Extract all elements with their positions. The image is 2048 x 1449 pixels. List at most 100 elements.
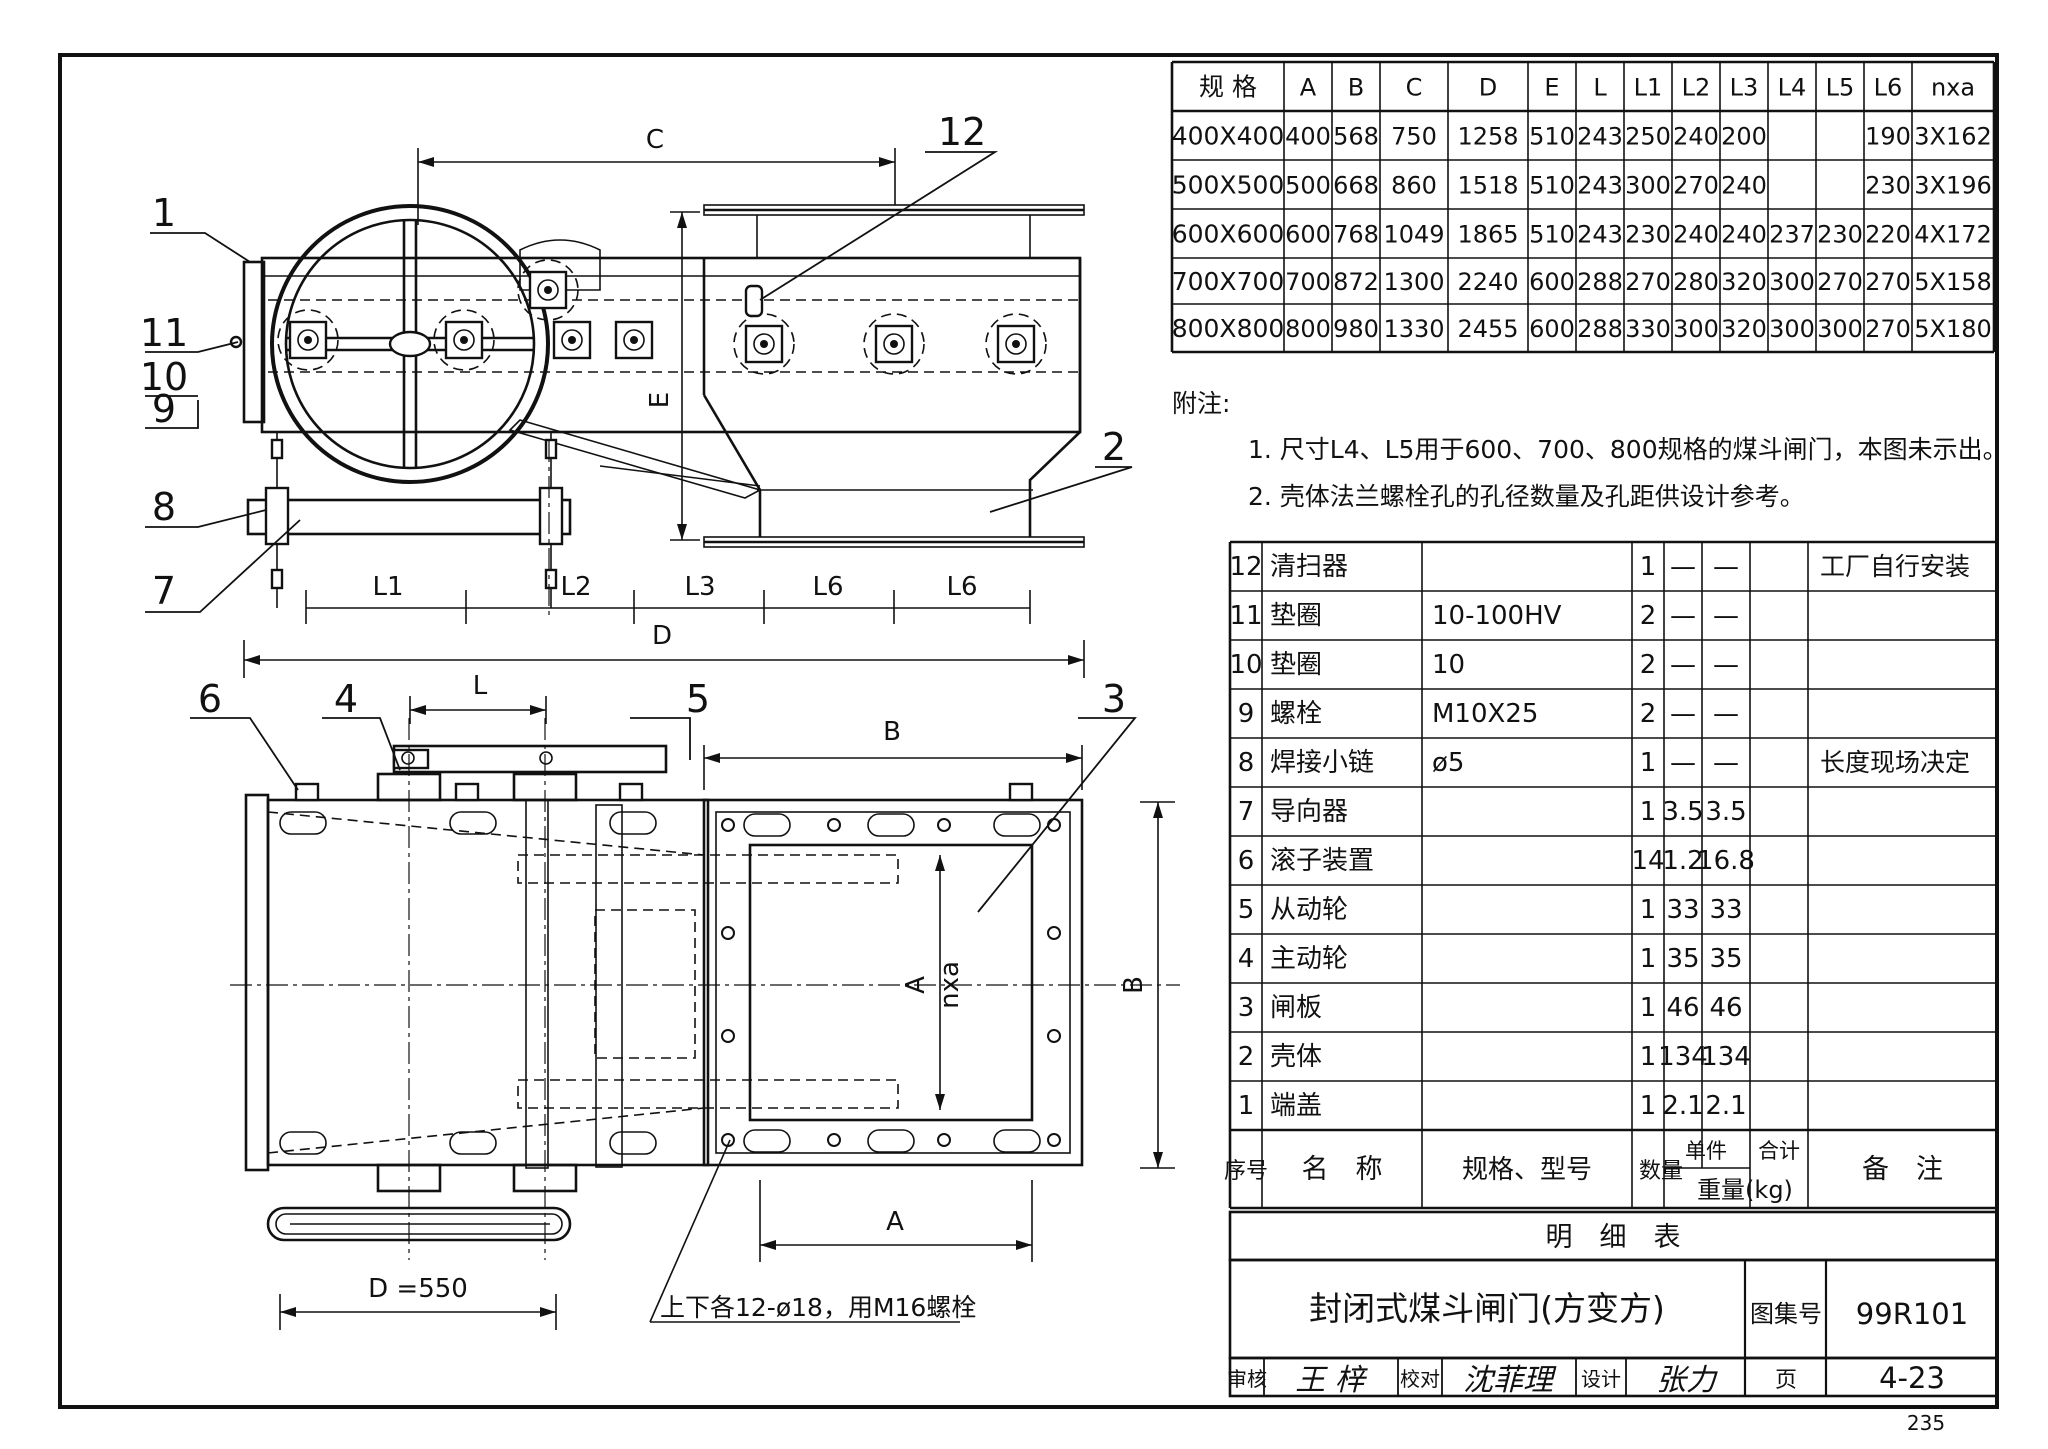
spec-cell: 240 [1673,221,1719,249]
parts-cell: 46 [1709,993,1742,1023]
spec-cell: 510 [1529,221,1575,249]
spec-cell: 240 [1721,221,1767,249]
spec-cell: 400 [1285,123,1331,151]
dim-c: C [646,125,664,155]
spec-cell: 300 [1625,172,1671,200]
parts-cell: 6 [1238,846,1255,876]
balloon-3: 3 [1102,677,1126,721]
spec-cell: 237 [1769,221,1815,249]
balloon-11: 11 [140,311,188,355]
page-label: 页 [1775,1368,1797,1393]
spec-header-cell: L3 [1730,74,1759,102]
spec-cell: 3X162 [1914,123,1992,151]
parts-cell: 从动轮 [1270,895,1348,925]
page-number-code: 4-23 [1879,1361,1945,1395]
note-2: 2. 壳体法兰螺栓孔的孔径数量及孔距供设计参考。 [1248,482,1805,511]
parts-cell: 清扫器 [1270,552,1348,582]
spec-header-cell: 规 格 [1199,73,1257,102]
parts-cell: 1 [1640,1091,1657,1121]
dim-l6-b: L6 [946,572,977,602]
dim-l6-a: L6 [812,572,843,602]
balloon-8: 8 [152,485,176,529]
spec-cell: 300 [1673,315,1719,343]
parts-cell: 1 [1640,993,1657,1023]
spec-cell: 300 [1817,315,1863,343]
dimension-arrowheads [244,157,1163,1317]
parts-header-weight: 重量(kg) [1697,1176,1793,1204]
parts-cell: 螺栓 [1270,699,1322,729]
spec-cell: 1518 [1457,172,1518,200]
spec-cell: 270 [1625,268,1671,296]
parts-cell: 10-100HV [1432,601,1562,631]
parts-cell: 壳体 [1270,1042,1322,1072]
dim-wheel-d: D =550 [368,1274,468,1304]
spec-cell: 700 [1285,268,1331,296]
parts-cell: 1 [1238,1091,1255,1121]
parts-cell: 2 [1640,699,1657,729]
spec-cell: 200 [1721,123,1767,151]
spec-cell: 700X700 [1172,267,1285,296]
parts-cell: 1 [1640,1042,1657,1072]
balloon-6: 6 [198,677,222,721]
spec-cell: 800X800 [1172,314,1285,343]
parts-cell: 11 [1229,601,1262,631]
spec-cell: 270 [1673,172,1719,200]
parts-caption: 明 细 表 [1546,1222,1681,1253]
parts-cell: 端盖 [1270,1091,1322,1121]
spec-cell: 4X172 [1914,221,1992,249]
spec-cell: 600 [1529,315,1575,343]
parts-cell: 2 [1640,650,1657,680]
parts-cell: 7 [1238,797,1255,827]
spec-cell: 5X158 [1914,268,1992,296]
spec-cell: 3X196 [1914,172,1992,200]
design-signature: 张力 [1656,1363,1718,1398]
parts-cell: 33 [1709,895,1742,925]
parts-cell: 16.8 [1697,846,1755,876]
parts-cell: 2 [1238,1042,1255,1072]
atlas-number: 99R101 [1856,1297,1968,1331]
dim-a-bottom: A [886,1207,904,1237]
spec-cell: 300 [1769,268,1815,296]
parts-cell: 33 [1666,895,1699,925]
parts-cell: 1 [1640,797,1657,827]
dim-l3: L3 [684,572,715,602]
spec-cell: 1049 [1383,221,1444,249]
sheet-number: 235 [1907,1411,1945,1435]
title-block [1228,1210,1999,1398]
parts-cell: 垫圈 [1270,650,1322,680]
parts-cell: 闸板 [1270,993,1322,1023]
parts-cell: 8 [1238,748,1255,778]
parts-cell: — [1670,650,1696,680]
check-signature: 沈菲理 [1463,1363,1557,1398]
spec-header-cell: B [1348,74,1364,102]
spec-cell: 2455 [1457,315,1518,343]
parts-cell: — [1713,699,1739,729]
spec-cell: 320 [1721,268,1767,296]
parts-cell: — [1713,748,1739,778]
dim-nxa: nxa [935,961,965,1009]
spec-cell: 288 [1577,315,1623,343]
parts-cell: 长度现场决定 [1820,748,1970,777]
dim-l1: L1 [372,572,403,602]
spec-cell: 240 [1721,172,1767,200]
parts-cell: 134 [1658,1042,1708,1072]
parts-cell: 2 [1640,601,1657,631]
parts-cell: 4 [1238,944,1255,974]
spec-cell: 288 [1577,268,1623,296]
parts-cell: 滚子装置 [1270,846,1374,876]
spec-cell: 600 [1285,221,1331,249]
elevation-view [229,204,1085,615]
parts-cell: 3.5 [1705,797,1746,827]
parts-cell: 2.1 [1662,1091,1703,1121]
spec-cell: 230 [1865,172,1911,200]
parts-cell: 3 [1238,993,1255,1023]
spec-cell: 230 [1625,221,1671,249]
parts-cell: 1 [1640,748,1657,778]
parts-cell: — [1713,601,1739,631]
spec-cell: 510 [1529,172,1575,200]
note-1: 1. 尺寸L4、L5用于600、700、800规格的煤斗闸门，本图未示出。 [1248,435,2008,464]
spec-cell: 270 [1865,315,1911,343]
